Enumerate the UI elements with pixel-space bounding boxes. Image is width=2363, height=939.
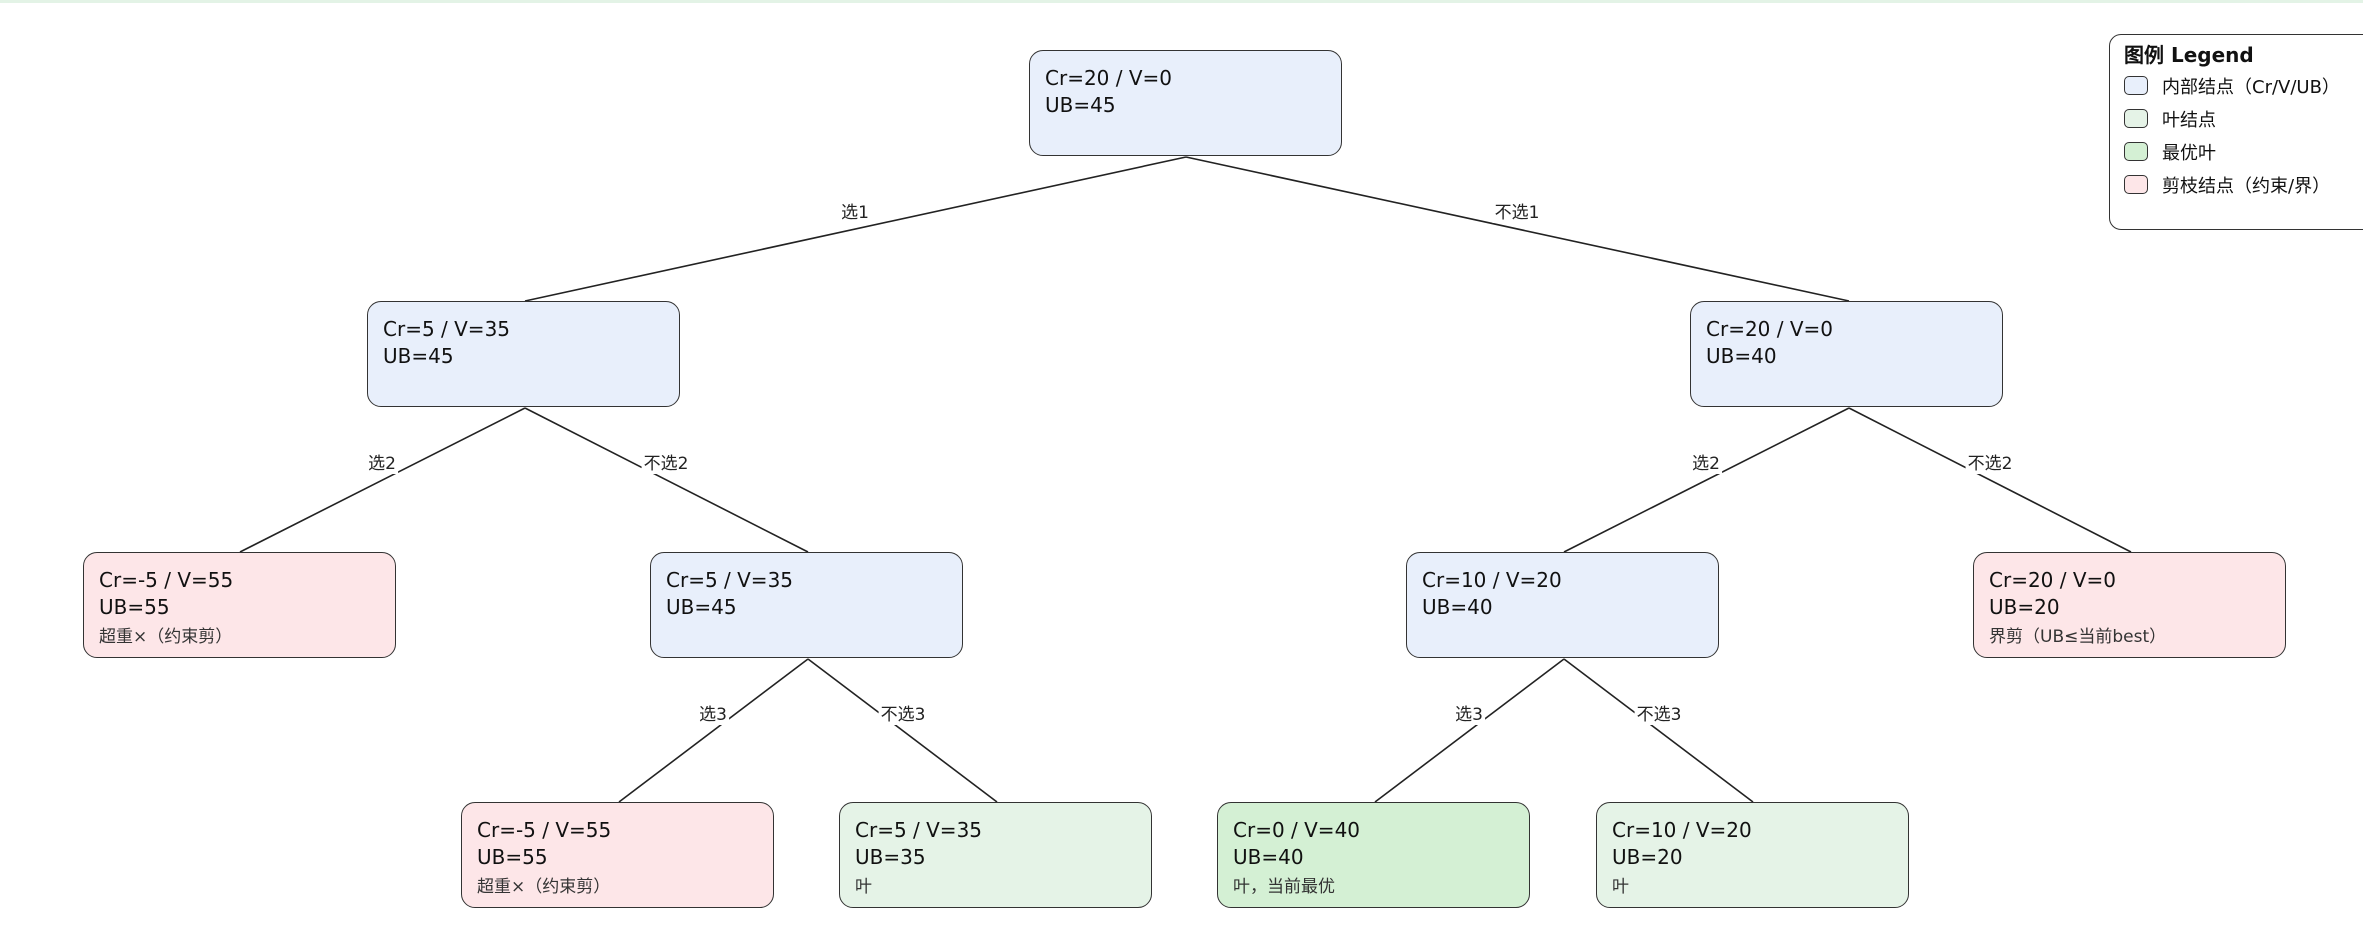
node-state: Cr=10 / V=20 (1422, 568, 1562, 592)
node-state: Cr=-5 / V=55 (99, 568, 234, 592)
node-state: Cr=5 / V=35 (666, 568, 794, 592)
node-bound: UB=45 (383, 344, 454, 368)
legend: 图例 Legend 内部结点（Cr/V/UB） 叶结点 最优叶 剪枝结点（约束/… (2109, 34, 2363, 230)
node-state: Cr=0 / V=40 (1233, 818, 1361, 842)
node-bound: UB=35 (855, 845, 926, 869)
legend-item-pruned: 剪枝结点（约束/界） (2124, 168, 2363, 201)
legend-swatch-internal (2124, 76, 2148, 95)
node-bound: UB=55 (477, 845, 548, 869)
tree-node-best-leaf: Cr=0 / V=40 UB=40 叶，当前最优 (1217, 802, 1530, 908)
legend-title: 图例 Legend (2124, 43, 2254, 67)
node-bound: UB=40 (1233, 845, 1304, 869)
tree-node-leaf-2: Cr=10 / V=20 UB=20 叶 (1596, 802, 1909, 908)
node-state: Cr=20 / V=0 (1045, 66, 1173, 90)
tree-node-leaf: Cr=5 / V=35 UB=35 叶 (839, 802, 1152, 908)
tree-node-select-1: Cr=5 / V=35 UB=45 (367, 301, 680, 407)
edge-root-l1 (524, 156, 1187, 302)
legend-item-internal: 内部结点（Cr/V/UB） (2124, 69, 2363, 102)
tree-node-pruned-overweight: Cr=-5 / V=55 UB=55 超重×（约束剪） (83, 552, 396, 658)
edge-lr2-lrr3 (807, 658, 998, 803)
tree-node-root: Cr=20 / V=0 UB=45 (1029, 50, 1342, 156)
node-note: 叶 (855, 877, 872, 897)
legend-label: 最优叶 (2162, 142, 2216, 164)
node-note: 超重×（约束剪） (477, 877, 611, 897)
edge-root-r1 (1185, 156, 1850, 302)
node-bound: UB=55 (99, 595, 170, 619)
legend-item-leaf: 叶结点 (2124, 102, 2363, 135)
legend-item-best-leaf: 最优叶 (2124, 135, 2363, 168)
edge-label-lr2-lrr3: 不选3 (878, 705, 928, 725)
node-state: Cr=-5 / V=55 (477, 818, 612, 842)
node-note: 界剪（UB≤当前best） (1989, 627, 2167, 647)
node-bound: UB=45 (666, 595, 737, 619)
legend-label: 内部结点（Cr/V/UB） (2162, 76, 2340, 98)
tree-node-skip-1: Cr=20 / V=0 UB=40 (1690, 301, 2003, 407)
edge-rl2-rll3 (1374, 658, 1565, 803)
node-state: Cr=20 / V=0 (1706, 317, 1834, 341)
edge-l1-ll2 (239, 407, 526, 553)
node-bound: UB=20 (1612, 845, 1683, 869)
edge-label-lr2-lrl3: 选3 (697, 705, 729, 725)
edge-label-r1-rr2: 不选2 (1965, 454, 2015, 474)
edge-label-rl2-rlr3: 不选3 (1634, 705, 1684, 725)
node-bound: UB=40 (1422, 595, 1493, 619)
tree-node-pruned-bound: Cr=20 / V=0 UB=20 界剪（UB≤当前best） (1973, 552, 2286, 658)
edge-r1-rr2 (1848, 407, 2132, 553)
edge-rl2-rlr3 (1563, 658, 1754, 803)
node-state: Cr=10 / V=20 (1612, 818, 1752, 842)
node-bound: UB=20 (1989, 595, 2060, 619)
tree-node-pruned-overweight-2: Cr=-5 / V=55 UB=55 超重×（约束剪） (461, 802, 774, 908)
legend-swatch-leaf (2124, 109, 2148, 128)
edge-label-r1-rl2: 选2 (1690, 454, 1722, 474)
edge-l1-lr2 (524, 407, 809, 553)
node-state: Cr=20 / V=0 (1989, 568, 2117, 592)
edge-lr2-lrl3 (618, 658, 809, 803)
top-rule (0, 0, 2363, 3)
edge-label-l1-lr2: 不选2 (641, 454, 691, 474)
node-note: 超重×（约束剪） (99, 627, 233, 647)
edge-label-root-r1: 不选1 (1492, 203, 1542, 223)
edge-label-rl2-rll3: 选3 (1453, 705, 1485, 725)
node-bound: UB=45 (1045, 93, 1116, 117)
node-state: Cr=5 / V=35 (855, 818, 983, 842)
legend-label: 剪枝结点（约束/界） (2162, 175, 2331, 197)
legend-label: 叶结点 (2162, 109, 2216, 131)
legend-swatch-best-leaf (2124, 142, 2148, 161)
edge-label-l1-ll2: 选2 (366, 454, 398, 474)
tree-node-skip-1-select-2: Cr=10 / V=20 UB=40 (1406, 552, 1719, 658)
legend-swatch-pruned (2124, 175, 2148, 194)
edge-label-root-l1: 选1 (839, 203, 871, 223)
node-state: Cr=5 / V=35 (383, 317, 511, 341)
node-note: 叶 (1612, 877, 1629, 897)
tree-node-select-1-skip-2: Cr=5 / V=35 UB=45 (650, 552, 963, 658)
node-note: 叶，当前最优 (1233, 877, 1335, 897)
node-bound: UB=40 (1706, 344, 1777, 368)
edge-r1-rl2 (1563, 407, 1850, 553)
